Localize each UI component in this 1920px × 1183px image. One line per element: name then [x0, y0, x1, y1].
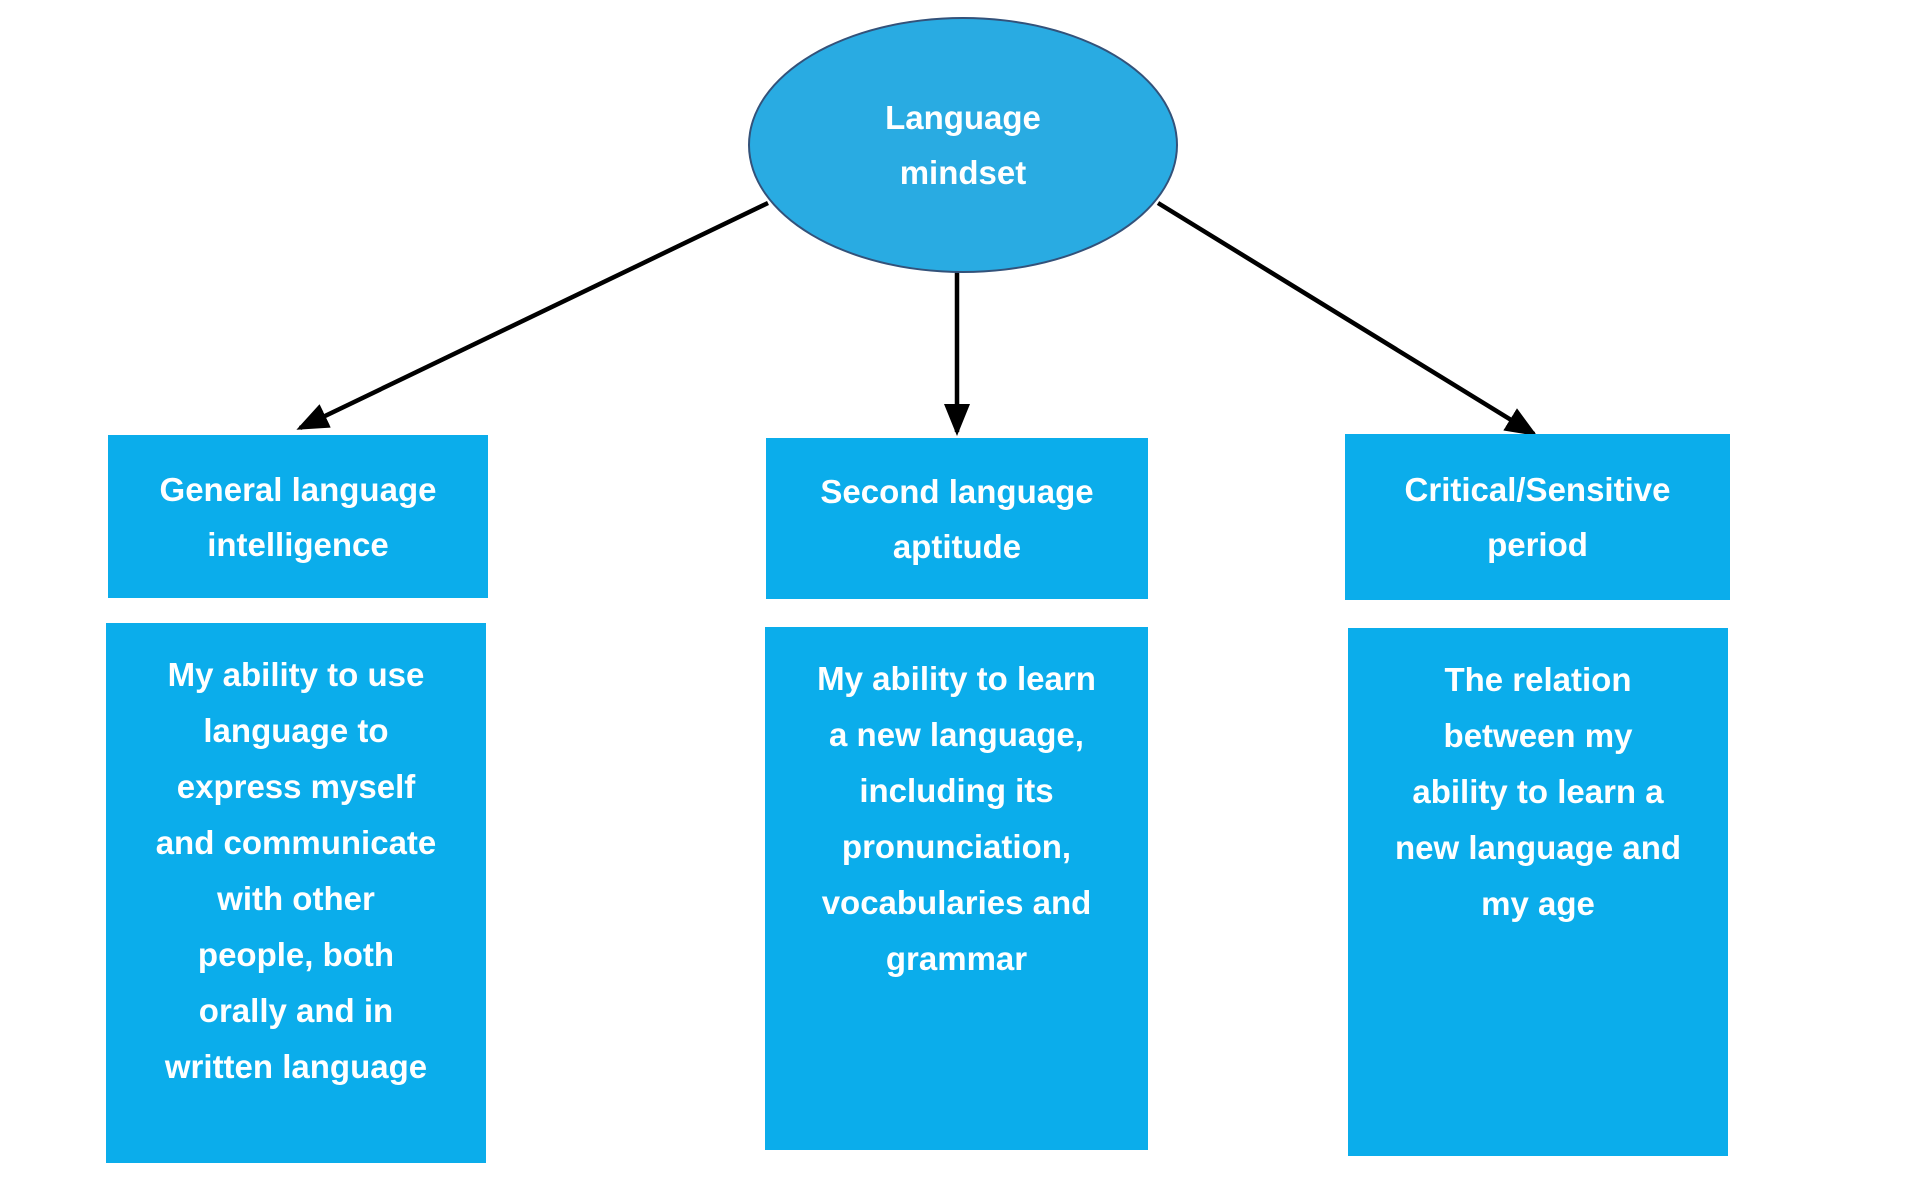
- root-node-label: Language mindset: [885, 99, 1041, 191]
- branch-title: Critical/Sensitive period: [1404, 471, 1671, 563]
- description-general-language-intelligence: My ability to use language to express my…: [106, 623, 486, 1163]
- root-node-language-mindset: Language mindset: [748, 17, 1178, 273]
- branch-description: My ability to learn a new language, incl…: [817, 660, 1096, 977]
- branch-title: Second language aptitude: [820, 472, 1094, 565]
- description-critical-sensitive-period: The relation between my ability to learn…: [1348, 628, 1728, 1156]
- branch-title: General language intelligence: [159, 470, 437, 563]
- node-general-language-intelligence: General language intelligence: [108, 435, 488, 598]
- node-critical-sensitive-period: Critical/Sensitive period: [1345, 434, 1730, 600]
- arrow-to-critical-sensitive-period: [1156, 201, 1538, 437]
- description-second-language-aptitude: My ability to learn a new language, incl…: [765, 627, 1148, 1150]
- node-second-language-aptitude: Second language aptitude: [766, 438, 1148, 599]
- arrow-to-general-language-intelligence: [296, 200, 769, 431]
- branch-description: My ability to use language to express my…: [155, 656, 437, 1085]
- branch-description: The relation between my ability to learn…: [1394, 661, 1682, 922]
